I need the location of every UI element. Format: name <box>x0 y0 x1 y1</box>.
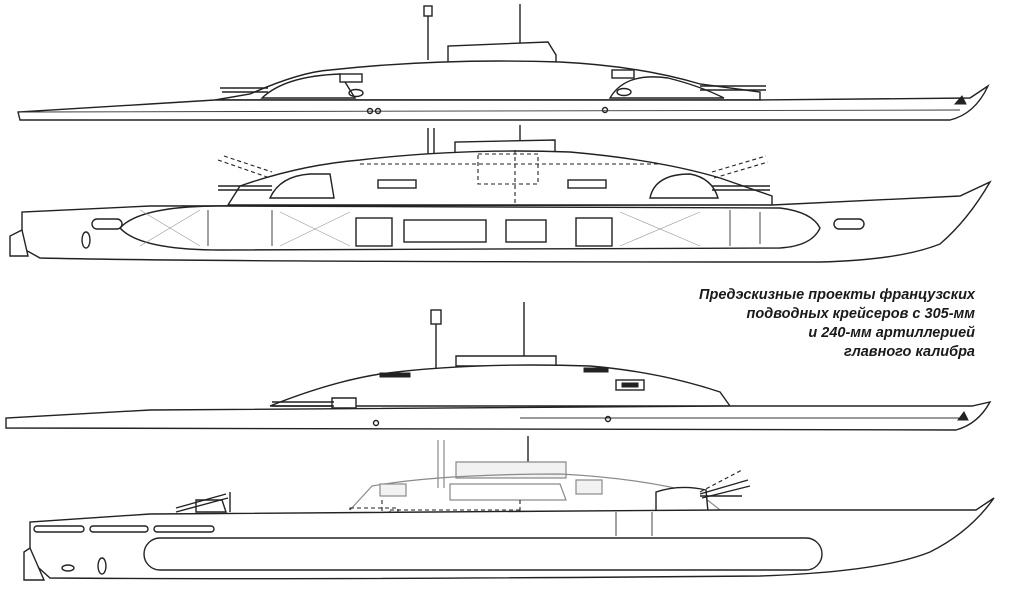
gun-elevation-outline <box>711 155 767 173</box>
rudder <box>9 228 29 257</box>
project-240-cutaway <box>23 436 995 581</box>
bow-anchor <box>953 95 967 105</box>
gun-elevation-outline <box>713 161 769 179</box>
caption-line-2: подводных крейсеров с 305-мм <box>746 306 975 322</box>
secondary-gun-mount <box>575 479 603 495</box>
engine-block <box>403 219 487 243</box>
port-light <box>601 106 609 114</box>
secondary-gun <box>377 179 417 189</box>
gun-elevation-outline <box>217 159 271 179</box>
engine-block <box>505 219 547 243</box>
stern-torpedo-tube <box>91 218 123 230</box>
port-light <box>604 415 612 423</box>
pressure-hull <box>143 537 823 571</box>
project-305-side-view <box>17 4 990 121</box>
gun-mount <box>339 73 363 83</box>
aft-turret <box>655 486 709 513</box>
forward-gun-barrel <box>175 493 227 509</box>
forward-gun-barrel <box>175 497 229 513</box>
control-room <box>449 483 567 501</box>
periscope-head <box>423 5 433 17</box>
gun-elevation-outline <box>699 469 743 493</box>
deck-fitting <box>583 367 609 373</box>
gun-elevation-outline <box>223 155 273 173</box>
forward-turret <box>268 173 335 199</box>
gun-mount <box>611 69 635 79</box>
stern-plane <box>61 564 75 572</box>
hatch <box>616 87 632 97</box>
deck-locker <box>89 525 149 533</box>
engine-block <box>575 217 613 247</box>
hatch <box>348 88 364 98</box>
deck-fitting <box>379 372 411 378</box>
propeller <box>97 557 107 575</box>
propeller <box>81 231 91 249</box>
forward-gun-mount <box>331 397 357 409</box>
secondary-gun <box>567 179 607 189</box>
project-305-cutaway <box>9 125 992 263</box>
engine-block <box>355 217 393 247</box>
port-light <box>366 107 374 115</box>
port-light <box>374 107 382 115</box>
aft-gun-barrel-raised <box>699 479 749 495</box>
aft-turret <box>649 173 719 199</box>
bow-anchor <box>957 411 969 421</box>
port-light <box>372 419 380 427</box>
figure-caption: Предэскизные проекты французских подводн… <box>640 286 975 362</box>
aft-turret-dome <box>608 76 725 99</box>
caption-line-4: главного калибра <box>843 344 975 360</box>
waterline <box>19 109 961 113</box>
hatched-tanks <box>139 209 701 247</box>
caption-line-3: и 240-мм артиллерией <box>808 325 975 341</box>
rudder <box>23 546 46 581</box>
deck-locker <box>33 525 85 533</box>
periscope-head <box>430 309 442 325</box>
hull <box>5 400 992 431</box>
compartment-outline <box>477 153 539 185</box>
aft-gun-breech <box>621 382 639 388</box>
secondary-gun-mount <box>379 483 407 497</box>
bow-torpedo-tube <box>833 218 865 230</box>
caption-line-1: Предэскизные проекты французских <box>699 287 975 303</box>
deck-locker <box>153 525 215 533</box>
project-240-side-view <box>5 302 992 431</box>
superstructure <box>349 473 721 511</box>
